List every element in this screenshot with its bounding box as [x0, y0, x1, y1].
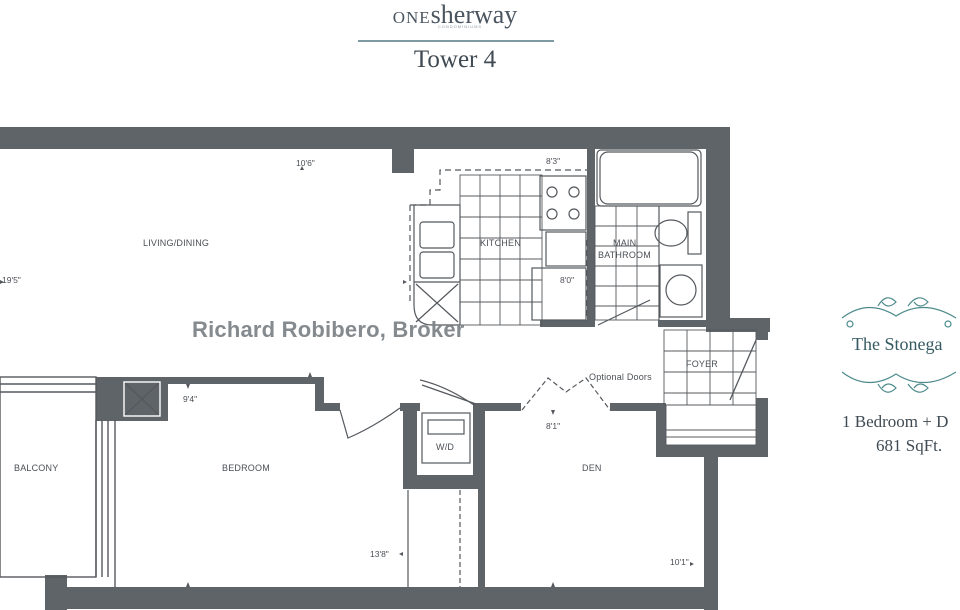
wall-kitchen-bath [587, 149, 595, 325]
label-living-dining: LIVING/DINING [143, 238, 210, 248]
brand-subtitle: CONDOMINIUMS [437, 24, 483, 29]
label-bedroom: BEDROOM [222, 463, 270, 473]
dim-living-depth: 19'5" [2, 275, 21, 285]
label-bath-line2: BATHROOM [598, 250, 651, 260]
wall-bedroom-den [478, 485, 485, 587]
broker-watermark: Richard Robibero, Broker [192, 317, 465, 342]
dim-bedroom-depth: 13'8" [370, 549, 389, 559]
wall-laundry-right [473, 403, 485, 489]
wall-laundry-left [403, 403, 417, 489]
kitchen-counter [413, 204, 461, 326]
label-optional-doors: Optional Doors [589, 372, 652, 382]
toilet [654, 219, 688, 247]
wall-bedroom-step2 [315, 403, 340, 411]
brand-logo: ONEsherway [330, 0, 580, 30]
label-bath-line1: MAIN [613, 238, 637, 248]
label-kitchen: KITCHEN [480, 238, 521, 248]
wall-den-top-left [473, 403, 521, 411]
wall-foyer-top [706, 318, 770, 332]
optional-doors [521, 377, 611, 411]
wall-bath-bottom [658, 320, 706, 327]
dim-den-depth: 10'1" [670, 557, 689, 567]
wall-closet-left [656, 405, 666, 455]
label-den: DEN [582, 463, 602, 473]
brand-prefix: ONE [392, 8, 431, 27]
fridge [531, 267, 587, 321]
ornament-icon [841, 297, 957, 393]
wall-den-top-right [610, 403, 666, 411]
wall-top [0, 127, 730, 149]
column [96, 377, 168, 421]
sink-right [419, 251, 455, 279]
bathtub [596, 149, 702, 207]
suite-type: 1 Bedroom + D [842, 412, 949, 431]
label-washer-dryer: W/D [436, 442, 455, 452]
suite-area: 681 SqFt. [876, 436, 943, 455]
label-balcony: BALCONY [14, 463, 59, 473]
wall-bottom-corner [45, 575, 67, 610]
wall-bath-right [706, 127, 730, 327]
wall-laundry-bottom [403, 475, 485, 489]
bedroom-door [339, 407, 401, 439]
dim-bedroom-width: 9'4" [183, 394, 198, 404]
dim-kitchen-width: 8'3" [546, 156, 561, 166]
wall-kitchen-left [392, 149, 414, 173]
wall-foyer-right [756, 398, 768, 456]
wall-bedroom-top [160, 377, 320, 384]
dim-den-width: 8'1" [546, 421, 561, 431]
suite-name: The Stonega [852, 334, 943, 354]
dim-living-width: 10'6" [296, 158, 315, 168]
wall-right-lower [704, 445, 718, 610]
vanity [659, 264, 703, 318]
washer-dryer [421, 412, 471, 464]
tower-title: Tower 4 [413, 46, 497, 73]
sink-left [419, 221, 455, 249]
wall-bottom [45, 587, 718, 609]
wall-bedroom-step [315, 377, 324, 409]
wall-foyer-corner [756, 318, 768, 340]
stove [539, 175, 587, 231]
wall-kitchen-bottom [540, 320, 595, 327]
label-foyer: FOYER [686, 359, 719, 369]
balcony-outline [0, 376, 97, 578]
dim-kitchen-depth: 8'0" [560, 275, 575, 285]
brand-main: sherway [430, 0, 518, 29]
header-divider [358, 40, 554, 42]
